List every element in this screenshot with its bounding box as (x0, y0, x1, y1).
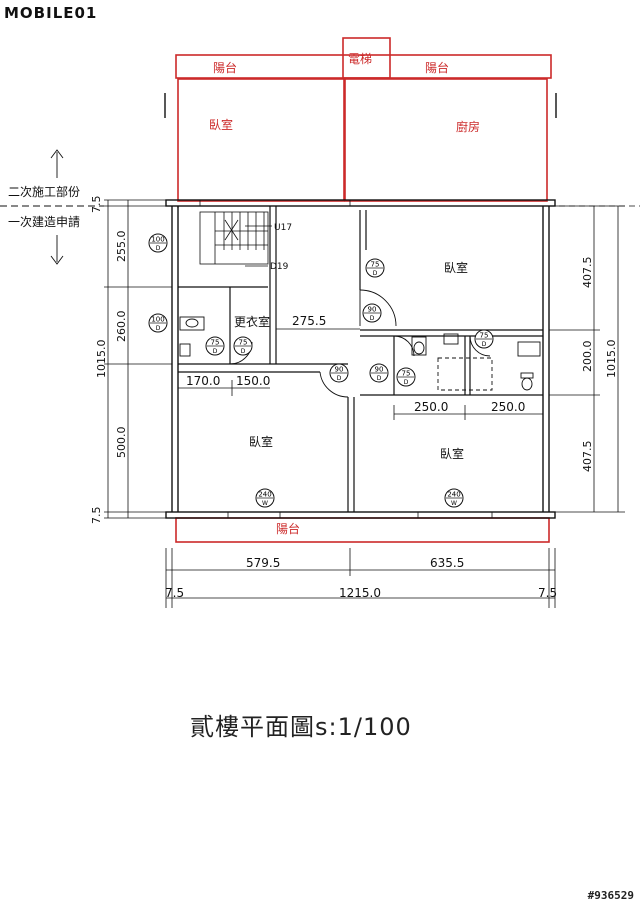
exterior-walls (164, 93, 557, 519)
dim-left-top: 7.5 (90, 196, 103, 214)
bathroom-fixtures (179, 316, 541, 391)
dim-left-total: 1015.0 (95, 340, 108, 379)
watermark: #936529 (587, 889, 634, 902)
stair-down-tag: D19 (270, 262, 289, 272)
logo-text: MOBILE01 (4, 4, 98, 22)
mobile01-logo: MOBILE01 (4, 4, 97, 22)
dim-left-500: 500.0 (115, 427, 128, 459)
dim-bottom-left: 7.5 (165, 586, 184, 600)
door-75-d-type: D (404, 379, 409, 386)
interior-walls (177, 206, 543, 512)
dim-left-255: 255.0 (115, 231, 128, 263)
door-90-a-type: D (370, 315, 375, 322)
door-75-b-type: D (213, 348, 218, 355)
elevator-label: 電梯 (348, 52, 372, 66)
dim-bottom-579: 579.5 (246, 556, 280, 570)
door-100-b-size: 100 (151, 316, 164, 324)
dim-left-260: 260.0 (115, 311, 128, 343)
door-75-b-size: 75 (211, 339, 220, 347)
door-240-a-size: 240 (258, 491, 271, 499)
side-note-upper: 二次施工部份 (8, 184, 80, 199)
door-90-a-size: 90 (368, 306, 377, 314)
inner-dimensions (178, 328, 544, 420)
door-90-c-type: D (377, 375, 382, 382)
balcony-top-left-label: 陽台 (213, 60, 237, 75)
door-75-c: 75D (233, 336, 253, 356)
door-90-c: 90D (369, 363, 389, 383)
door-100-a-size: 100 (151, 236, 164, 244)
door-75-d-size: 75 (402, 370, 411, 378)
door-240-b-size: 240 (447, 491, 460, 499)
door-100-b-type: D (156, 325, 161, 332)
door-90-c-size: 90 (375, 366, 384, 374)
door-75-a: 75D (365, 258, 385, 278)
dim-right-407b: 407.5 (581, 441, 594, 473)
door-90-b-size: 90 (335, 366, 344, 374)
door-75-a-size: 75 (371, 261, 380, 269)
dim-left-bottom: 7.5 (90, 507, 103, 525)
dim-bottom-635: 635.5 (430, 556, 464, 570)
door-75-c-type: D (241, 348, 246, 355)
phase-divider (0, 149, 104, 265)
door-75-a-type: D (373, 270, 378, 277)
dim-right-total: 1015.0 (605, 340, 618, 379)
bedroom-sw-label: 臥室 (249, 434, 273, 449)
door-90-b-type: D (337, 375, 342, 382)
windows (199, 199, 493, 519)
dim-bottom-right: 7.5 (538, 586, 557, 600)
bedroom-se-label: 臥室 (440, 446, 464, 461)
staircase (199, 211, 272, 267)
bottom-dimension-chain (165, 548, 556, 608)
dim-right-200: 200.0 (581, 341, 594, 373)
door-100-a-type: D (156, 245, 161, 252)
door-75-d: 75D (396, 367, 416, 387)
right-dimension-chain (549, 205, 640, 513)
door-75-e: 75D (474, 329, 494, 349)
balcony-bottom-label: 陽台 (276, 521, 300, 536)
door-240-b-type: W (451, 500, 457, 507)
changing-room-label: 更衣室 (234, 314, 270, 329)
dim-275: 275.5 (292, 314, 326, 328)
balcony-top-right-label: 陽台 (425, 60, 449, 75)
stair-up-tag: U17 (274, 223, 292, 233)
door-90-b: 90D (329, 363, 349, 383)
door-90-a: 90D (362, 303, 382, 323)
door-75-b: 75D (205, 336, 225, 356)
plan-title: 貳樓平面圖s:1/100 (190, 713, 412, 741)
dim-150: 150.0 (236, 374, 270, 388)
bedroom-ne-label: 臥室 (444, 260, 468, 275)
door-75-e-size: 75 (480, 332, 489, 340)
door-swings (229, 289, 491, 398)
door-240-a-type: W (262, 500, 268, 507)
dim-right-407a: 407.5 (581, 257, 594, 289)
dim-250b: 250.0 (491, 400, 525, 414)
door-75-c-size: 75 (239, 339, 248, 347)
dim-bottom-total: 1215.0 (339, 586, 381, 600)
side-note-lower: 一次建造申請 (8, 215, 80, 229)
dim-170: 170.0 (186, 374, 220, 388)
door-75-e-type: D (482, 341, 487, 348)
dim-250a: 250.0 (414, 400, 448, 414)
left-dimension-chain (104, 199, 172, 519)
bedroom-red-label: 臥室 (209, 117, 233, 132)
kitchen-label: 廚房 (456, 119, 480, 134)
